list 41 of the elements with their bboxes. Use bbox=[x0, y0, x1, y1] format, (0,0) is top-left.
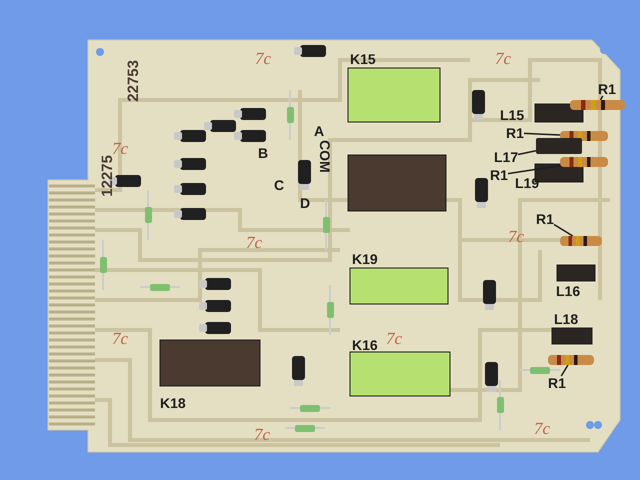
silkscreen-label: D bbox=[300, 196, 310, 210]
silkscreen-label: L18 bbox=[554, 312, 578, 326]
handwritten-mark: 7c bbox=[386, 330, 402, 347]
resistor bbox=[548, 355, 594, 365]
board-number: 22753 bbox=[126, 60, 141, 102]
silkscreen-label: L15 bbox=[500, 108, 524, 122]
handwritten-mark: 7c bbox=[254, 426, 270, 443]
part-label: R1 bbox=[506, 126, 524, 140]
inductor bbox=[536, 138, 582, 154]
handwritten-mark: 7c bbox=[112, 330, 128, 347]
handwritten-mark: 7c bbox=[495, 50, 512, 67]
leader-line bbox=[524, 132, 560, 136]
leader-line bbox=[554, 224, 574, 237]
leader-line bbox=[508, 164, 560, 174]
resistor bbox=[560, 157, 608, 167]
leader-line bbox=[560, 364, 569, 376]
silkscreen-label: K16 bbox=[352, 338, 378, 352]
handwritten-mark: 7c bbox=[255, 50, 272, 67]
part-label: R1 bbox=[490, 168, 508, 182]
silkscreen-label: K18 bbox=[160, 396, 186, 410]
silkscreen-label: B bbox=[258, 146, 268, 160]
handwritten-mark: 7c bbox=[534, 420, 550, 437]
resistor bbox=[570, 100, 625, 110]
part-label: R1 bbox=[548, 376, 566, 390]
silkscreen-label: C bbox=[274, 178, 284, 192]
silkscreen-label: COM bbox=[318, 140, 332, 173]
handwritten-mark: 7c bbox=[508, 228, 524, 245]
silkscreen-label: A bbox=[314, 124, 324, 138]
part-label: R1 bbox=[598, 82, 616, 96]
leader-line bbox=[518, 150, 536, 156]
silkscreen-label: K19 bbox=[352, 252, 378, 266]
part-label: L17 bbox=[494, 150, 518, 164]
handwritten-mark: 7c bbox=[112, 140, 128, 157]
part-label: R1 bbox=[536, 212, 554, 226]
silkscreen-label: L19 bbox=[515, 176, 540, 190]
leader-line bbox=[600, 96, 604, 100]
silkscreen-label: L16 bbox=[556, 284, 580, 298]
board-number: 12275 bbox=[100, 155, 115, 197]
silkscreen-label: K15 bbox=[350, 52, 376, 66]
resistor bbox=[560, 236, 602, 246]
handwritten-mark: 7c bbox=[246, 234, 262, 251]
